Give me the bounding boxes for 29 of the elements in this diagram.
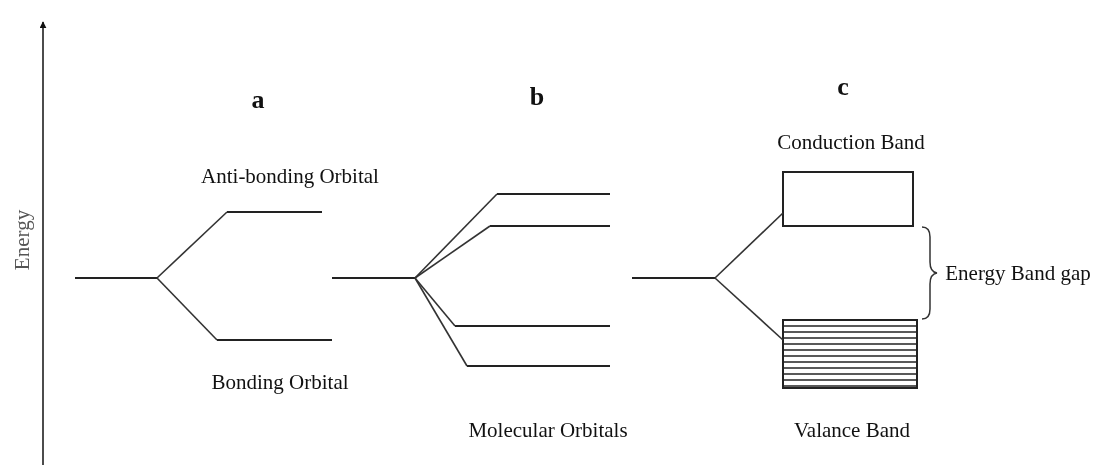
level-label: Molecular Orbitals <box>468 419 628 441</box>
axis-label: Energy <box>11 209 33 271</box>
energy-level-line <box>227 211 322 213</box>
panel-letter: b <box>529 84 545 110</box>
band-label: Conduction Band <box>777 131 925 153</box>
splitting-line <box>414 277 468 367</box>
splitting-line <box>414 225 491 279</box>
splitting-line <box>156 277 218 341</box>
energy-level-line <box>497 193 610 195</box>
panel-letter: a <box>251 87 265 113</box>
band-rectangle <box>782 171 914 227</box>
energy-level-line <box>455 325 610 327</box>
level-label: Bonding Orbital <box>211 371 349 393</box>
splitting-line <box>414 277 456 327</box>
energy-level-line <box>632 277 715 279</box>
energy-level-line <box>467 365 610 367</box>
band-gap-label: Energy Band gap <box>945 262 1091 284</box>
splitting-line <box>714 212 784 279</box>
band-label: Valance Band <box>794 419 910 441</box>
hatched-band-rectangle <box>782 319 918 389</box>
level-label: Anti-bonding Orbital <box>201 165 379 187</box>
panel-letter: c <box>837 74 849 100</box>
splitting-line <box>414 193 498 279</box>
splitting-line <box>156 211 228 279</box>
energy-level-line <box>332 277 415 279</box>
energy-level-line <box>217 339 332 341</box>
splitting-line <box>714 277 784 341</box>
energy-level-line <box>490 225 610 227</box>
energy-level-line <box>75 277 157 279</box>
